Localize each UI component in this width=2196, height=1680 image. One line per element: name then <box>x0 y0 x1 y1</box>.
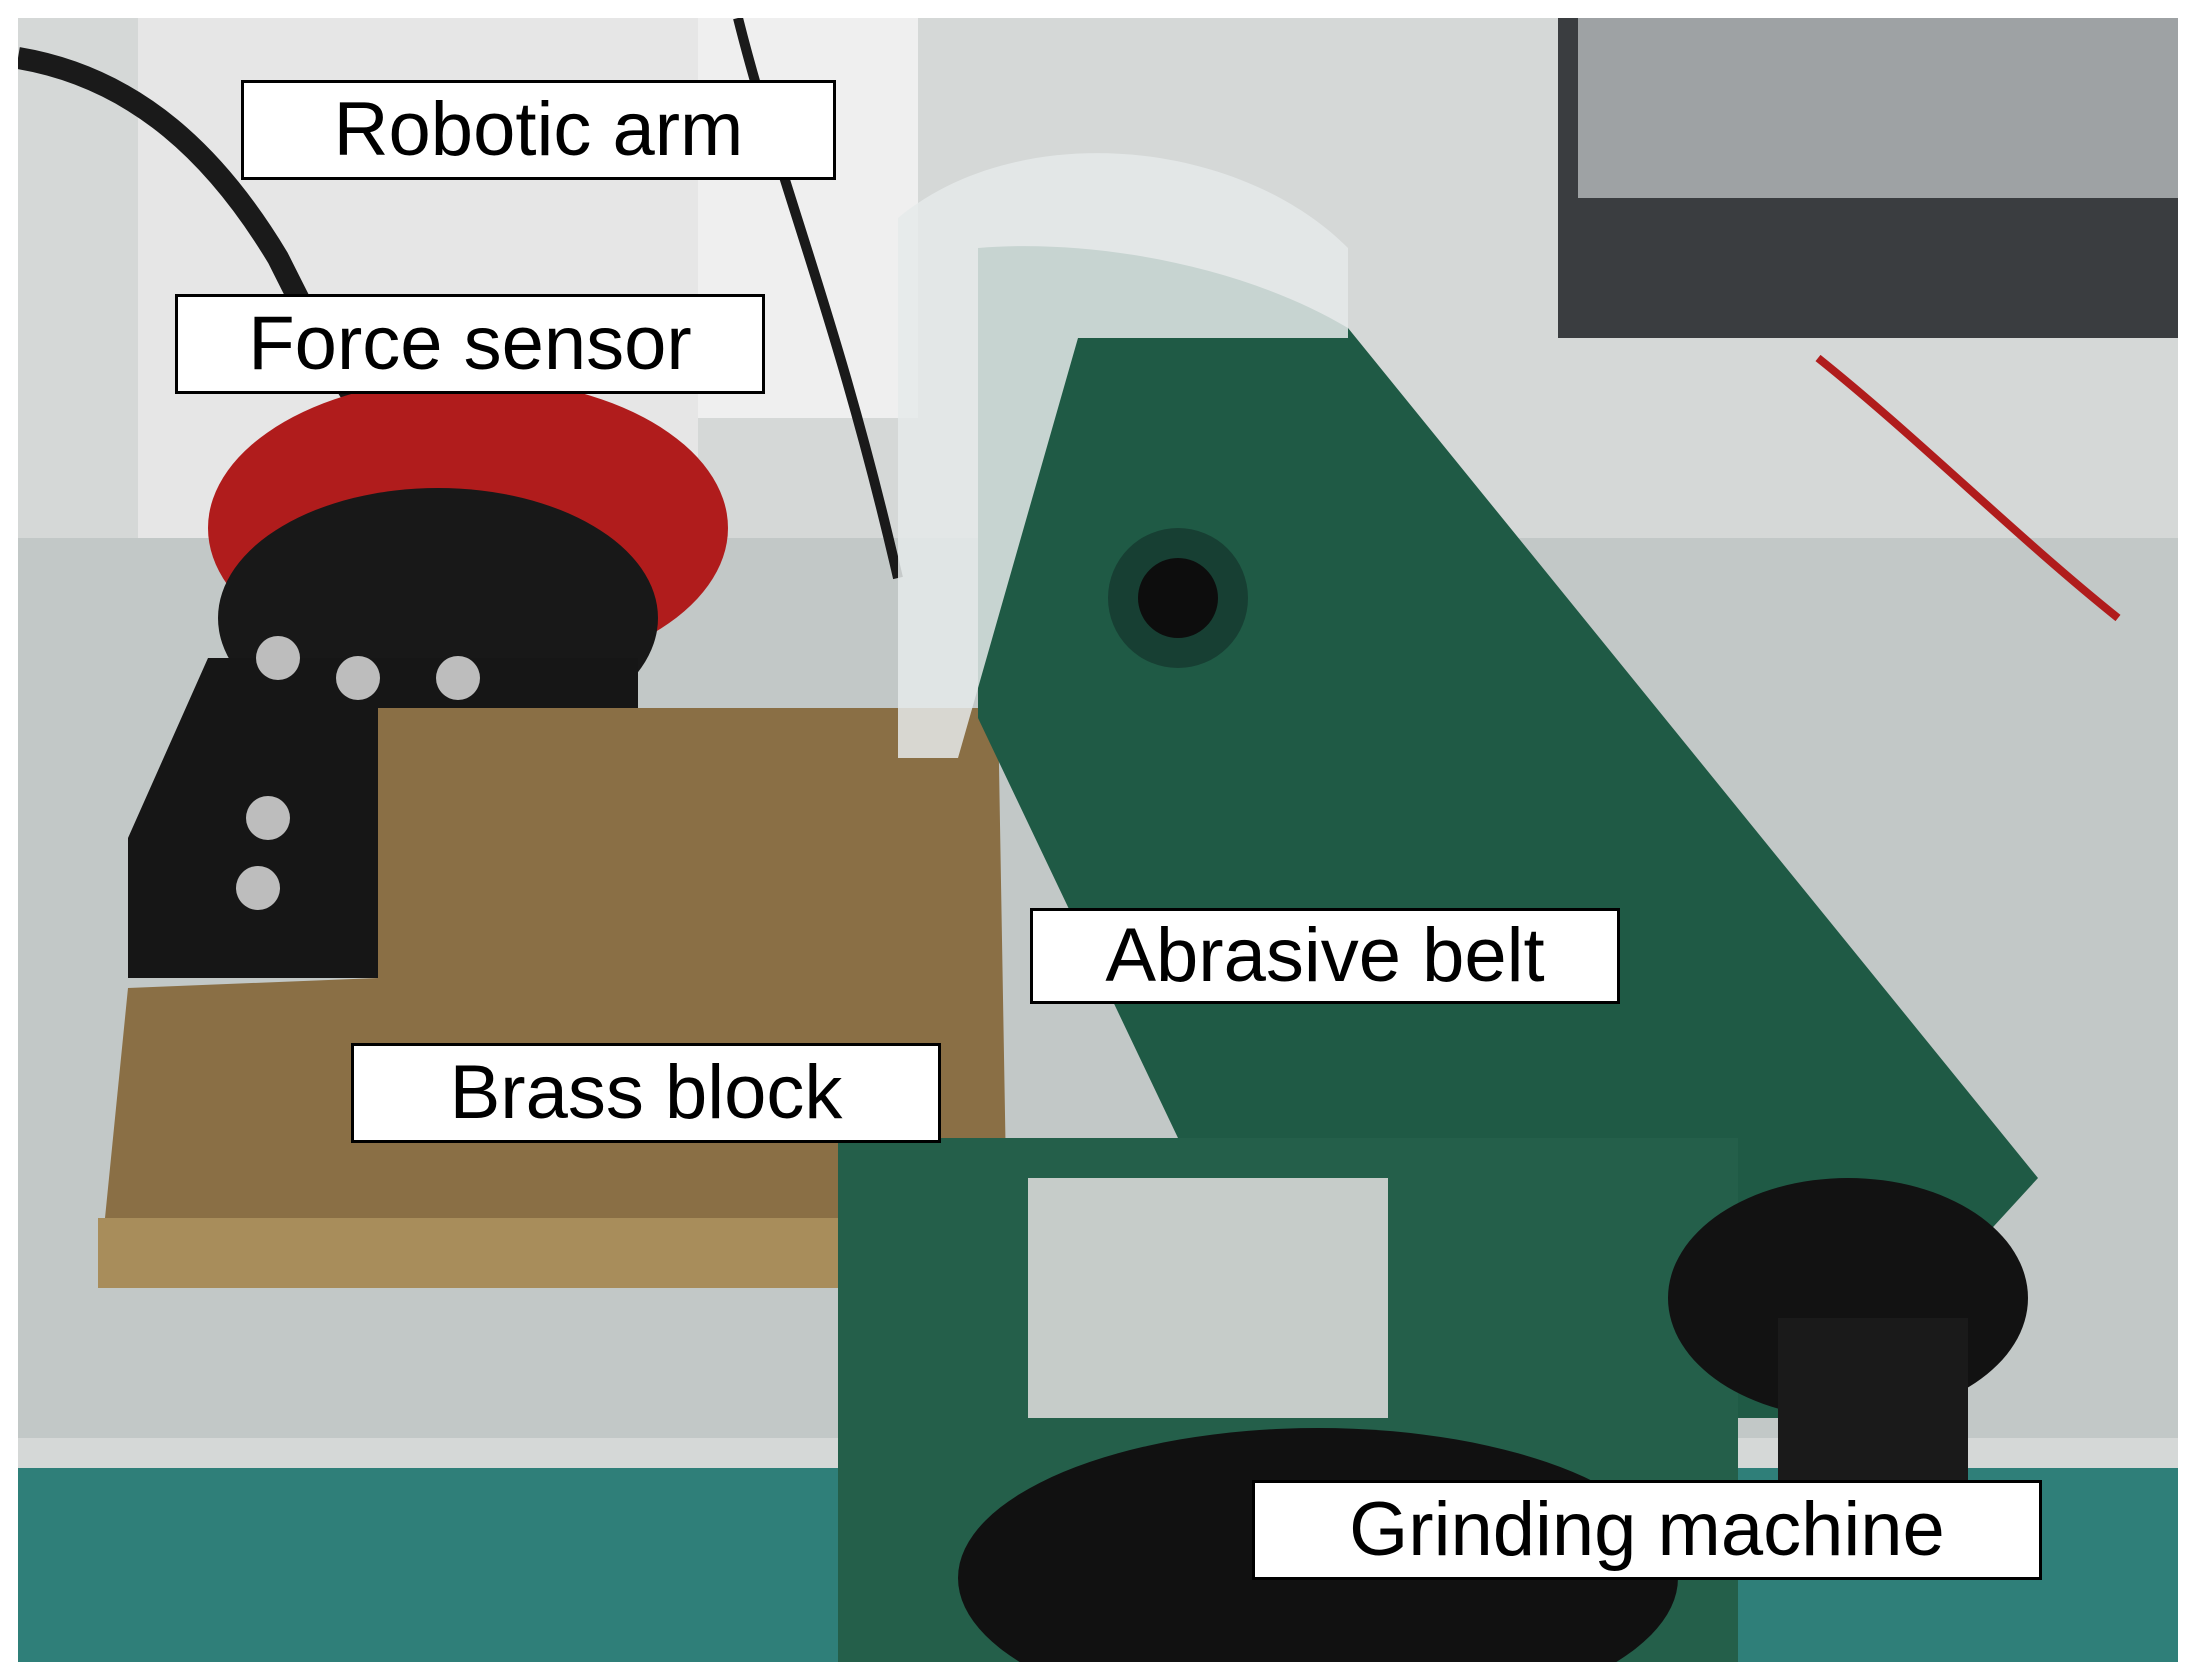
bolt <box>236 866 280 910</box>
bolt <box>246 796 290 840</box>
label-abrasive-belt: Abrasive belt <box>1030 908 1620 1004</box>
red-wire <box>1815 354 2121 622</box>
bolt <box>436 656 480 700</box>
grinding-window <box>1028 1178 1388 1418</box>
photo: Robotic arm Force sensor Abrasive belt B… <box>18 18 2178 1662</box>
belt-guard <box>898 153 1348 759</box>
photo-scene <box>18 18 2178 1662</box>
optical-table-top <box>1578 18 2178 198</box>
label-grinding-machine: Grinding machine <box>1252 1480 2042 1580</box>
bolt <box>336 656 380 700</box>
pulley-hole <box>1138 558 1218 638</box>
label-force-sensor: Force sensor <box>175 294 765 394</box>
label-brass-block: Brass block <box>351 1043 941 1143</box>
grinding-arm <box>978 246 2038 1419</box>
brass-block <box>98 708 1008 1288</box>
label-robotic-arm: Robotic arm <box>241 80 836 180</box>
bolt <box>256 636 300 680</box>
